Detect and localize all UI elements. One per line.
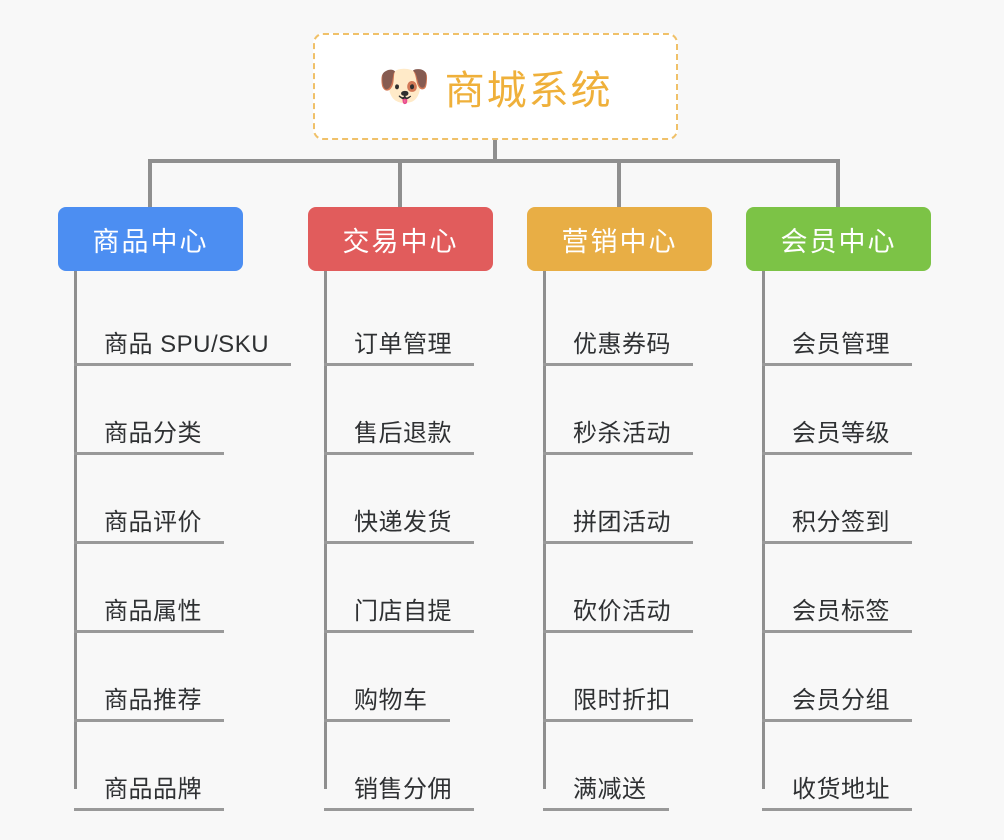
leaf-item[interactable]: 优惠券码: [543, 277, 712, 366]
leaf-item-label: 限时折扣: [543, 680, 693, 722]
leaf-item-label: 砍价活动: [543, 591, 693, 633]
branch-header-label: 营销中心: [561, 226, 678, 257]
branch-header-label: 交易中心: [342, 226, 459, 257]
root-title: 商城系统: [444, 68, 613, 113]
leaf-item[interactable]: 商品品牌: [74, 722, 243, 811]
leaf-item-label: 售后退款: [324, 413, 474, 455]
branch-column: 交易中心订单管理售后退款快递发货门店自提购物车销售分佣: [308, 207, 493, 811]
root-node[interactable]: 🐶 商城系统: [313, 33, 678, 140]
leaf-item-label: 商品推荐: [74, 680, 224, 722]
leaf-item[interactable]: 商品 SPU/SKU: [74, 277, 292, 366]
branch-drop-connector: [836, 159, 840, 207]
branch-header-3[interactable]: 营销中心: [527, 207, 712, 271]
leaf-item[interactable]: 快递发货: [324, 455, 493, 544]
branch-bus-connector: [150, 159, 840, 163]
leaf-item-label: 购物车: [324, 680, 450, 722]
leaf-item[interactable]: 会员标签: [762, 544, 931, 633]
leaf-stack: 会员管理会员等级积分签到会员标签会员分组收货地址: [762, 271, 931, 811]
leaf-item-label: 快递发货: [324, 502, 474, 544]
branch-trunk-connector: [324, 271, 327, 789]
leaf-item-label: 拼团活动: [543, 502, 693, 544]
leaf-item-label: 秒杀活动: [543, 413, 693, 455]
leaf-item[interactable]: 砍价活动: [543, 544, 712, 633]
leaf-item[interactable]: 商品评价: [74, 455, 243, 544]
leaf-item-label: 会员管理: [762, 324, 912, 366]
leaf-item-label: 销售分佣: [324, 769, 474, 811]
branch-drop-connector: [617, 159, 621, 207]
leaf-item[interactable]: 会员管理: [762, 277, 931, 366]
leaf-item[interactable]: 拼团活动: [543, 455, 712, 544]
branch-drop-connector: [148, 159, 152, 207]
root-stem-connector: [493, 140, 497, 161]
leaf-item[interactable]: 限时折扣: [543, 633, 712, 722]
leaf-item[interactable]: 订单管理: [324, 277, 493, 366]
branch-header-4[interactable]: 会员中心: [746, 207, 931, 271]
leaf-item[interactable]: 秒杀活动: [543, 366, 712, 455]
branch-drop-connector: [398, 159, 402, 207]
leaf-item-label: 满减送: [543, 769, 669, 811]
branch-trunk-connector: [74, 271, 77, 789]
dog-face-icon: 🐶: [378, 61, 431, 109]
leaf-item[interactable]: 购物车: [324, 633, 493, 722]
leaf-item-label: 会员分组: [762, 680, 912, 722]
leaf-item[interactable]: 商品推荐: [74, 633, 243, 722]
leaf-stack: 订单管理售后退款快递发货门店自提购物车销售分佣: [324, 271, 493, 811]
leaf-item-label: 商品 SPU/SKU: [74, 324, 292, 366]
branch-column: 会员中心会员管理会员等级积分签到会员标签会员分组收货地址: [746, 207, 931, 811]
branch-header-label: 商品中心: [92, 226, 209, 257]
leaf-item-label: 商品评价: [74, 502, 224, 544]
leaf-item[interactable]: 商品分类: [74, 366, 243, 455]
branch-column: 营销中心优惠券码秒杀活动拼团活动砍价活动限时折扣满减送: [527, 207, 712, 811]
leaf-item-label: 订单管理: [324, 324, 474, 366]
leaf-item[interactable]: 商品属性: [74, 544, 243, 633]
leaf-item-label: 商品品牌: [74, 769, 224, 811]
leaf-item[interactable]: 会员等级: [762, 366, 931, 455]
leaf-item[interactable]: 会员分组: [762, 633, 931, 722]
leaf-item[interactable]: 销售分佣: [324, 722, 493, 811]
leaf-item-label: 商品分类: [74, 413, 224, 455]
leaf-item[interactable]: 门店自提: [324, 544, 493, 633]
leaf-item-label: 积分签到: [762, 502, 912, 544]
leaf-item[interactable]: 积分签到: [762, 455, 931, 544]
branch-trunk-connector: [543, 271, 546, 789]
leaf-item-label: 门店自提: [324, 591, 474, 633]
branch-header-label: 会员中心: [780, 226, 897, 257]
leaf-item-label: 商品属性: [74, 591, 224, 633]
leaf-item-label: 收货地址: [762, 769, 912, 811]
leaf-item[interactable]: 售后退款: [324, 366, 493, 455]
leaf-item[interactable]: 满减送: [543, 722, 712, 811]
branch-header-1[interactable]: 商品中心: [58, 207, 243, 271]
branch-column: 商品中心商品 SPU/SKU 商品分类商品评价商品属性商品推荐商品品牌: [58, 207, 292, 811]
branch-trunk-connector: [762, 271, 765, 789]
leaf-item[interactable]: 收货地址: [762, 722, 931, 811]
branch-header-2[interactable]: 交易中心: [308, 207, 493, 271]
leaf-stack: 优惠券码秒杀活动拼团活动砍价活动限时折扣满减送: [543, 271, 712, 811]
leaf-item-label: 会员等级: [762, 413, 912, 455]
leaf-stack: 商品 SPU/SKU 商品分类商品评价商品属性商品推荐商品品牌: [74, 271, 292, 811]
leaf-item-label: 优惠券码: [543, 324, 693, 366]
leaf-item-label: 会员标签: [762, 591, 912, 633]
